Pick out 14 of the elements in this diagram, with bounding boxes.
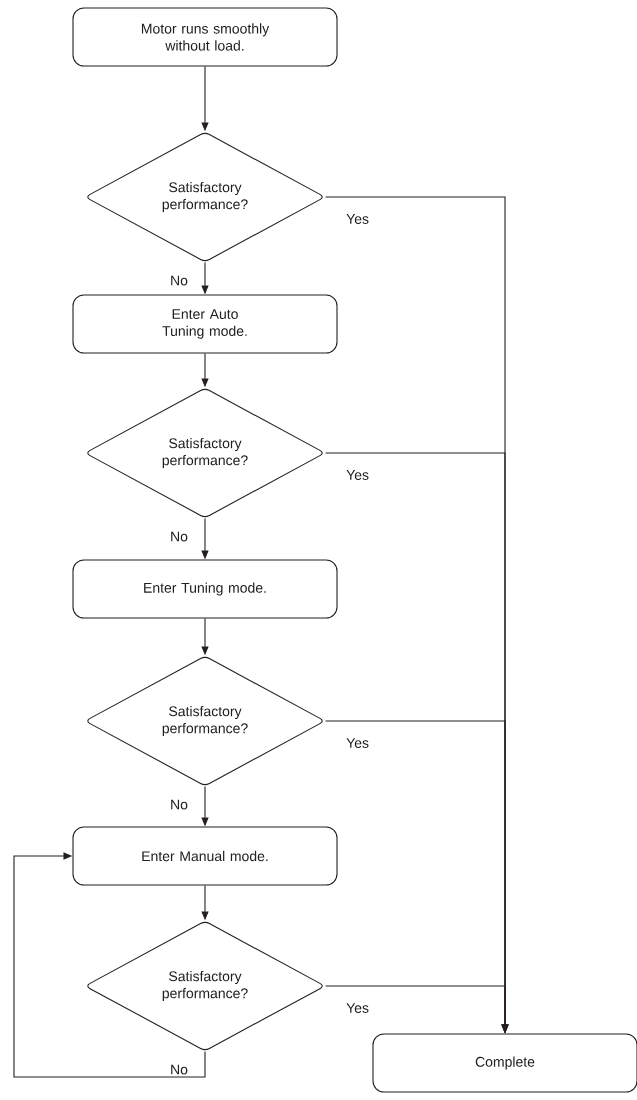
process-box: Enter Tuning mode.: [72, 559, 338, 619]
edge-label: No: [169, 274, 189, 287]
edge-label: Yes: [345, 469, 370, 481]
edge-label: No: [169, 1063, 189, 1076]
edge-label: No: [169, 798, 189, 811]
process-box: Enter Manual mode.: [72, 826, 338, 886]
process-box: Complete: [372, 1033, 637, 1093]
edge-label: Yes: [345, 1002, 370, 1014]
edge-label: Yes: [345, 737, 370, 749]
edge-label: No: [169, 530, 189, 543]
process-box: Motor runs smoothly without load.: [72, 7, 338, 67]
edge-label: Yes: [345, 213, 370, 225]
arrow: [13, 852, 206, 1078]
process-box: Enter Auto Tuning mode.: [72, 294, 338, 354]
